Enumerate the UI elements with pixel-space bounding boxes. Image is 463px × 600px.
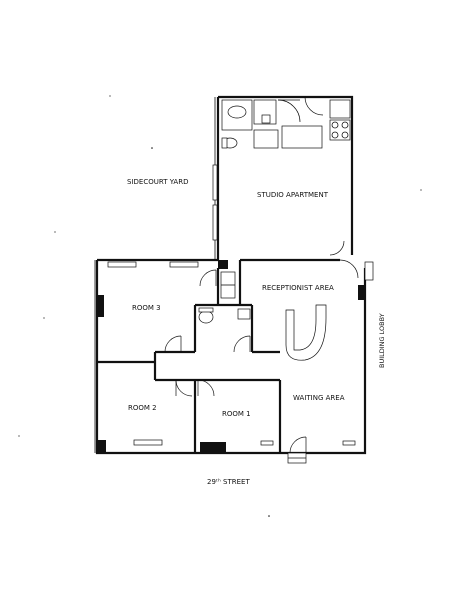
closet <box>253 129 279 149</box>
office-walls <box>94 258 367 455</box>
street-door <box>289 436 307 454</box>
scan-specks <box>18 95 422 517</box>
label-waiting-area: WAITING AREA <box>293 394 345 402</box>
reception-desk <box>285 304 327 361</box>
kitchen-sink <box>329 99 351 119</box>
label-studio-apartment: STUDIO APARTMENT <box>257 191 329 199</box>
doors <box>164 240 374 464</box>
lobby-door <box>339 259 359 279</box>
studio-windows <box>212 164 218 241</box>
room3-windows <box>107 261 199 268</box>
room2-door <box>175 379 193 397</box>
label-room-1: ROOM 1 <box>222 410 251 418</box>
restroom-fixtures <box>198 269 251 324</box>
room1-door <box>197 379 215 397</box>
vanity <box>253 99 277 125</box>
columns <box>97 260 364 452</box>
restroom-sink <box>237 308 251 320</box>
label-sidecourt-yard: SIDECOURT YARD <box>127 178 188 186</box>
stove <box>329 119 351 141</box>
label-room-3: ROOM 3 <box>132 304 161 312</box>
label-room-2: ROOM 2 <box>128 404 157 412</box>
label-receptionist-area: RECEPTIONIST AREA <box>262 284 334 292</box>
counter <box>281 125 323 149</box>
label-building-lobby: BUILDING LOBBY <box>378 313 386 368</box>
interior-walls <box>97 260 282 453</box>
restroom-door <box>233 335 251 353</box>
restroom-toilet <box>198 310 214 324</box>
room3-door <box>164 335 182 353</box>
label-street: 29ᵗʰ STREET <box>207 478 250 486</box>
radiators <box>133 439 356 446</box>
studio-fixtures <box>221 96 351 149</box>
lobby-steps <box>364 261 374 281</box>
